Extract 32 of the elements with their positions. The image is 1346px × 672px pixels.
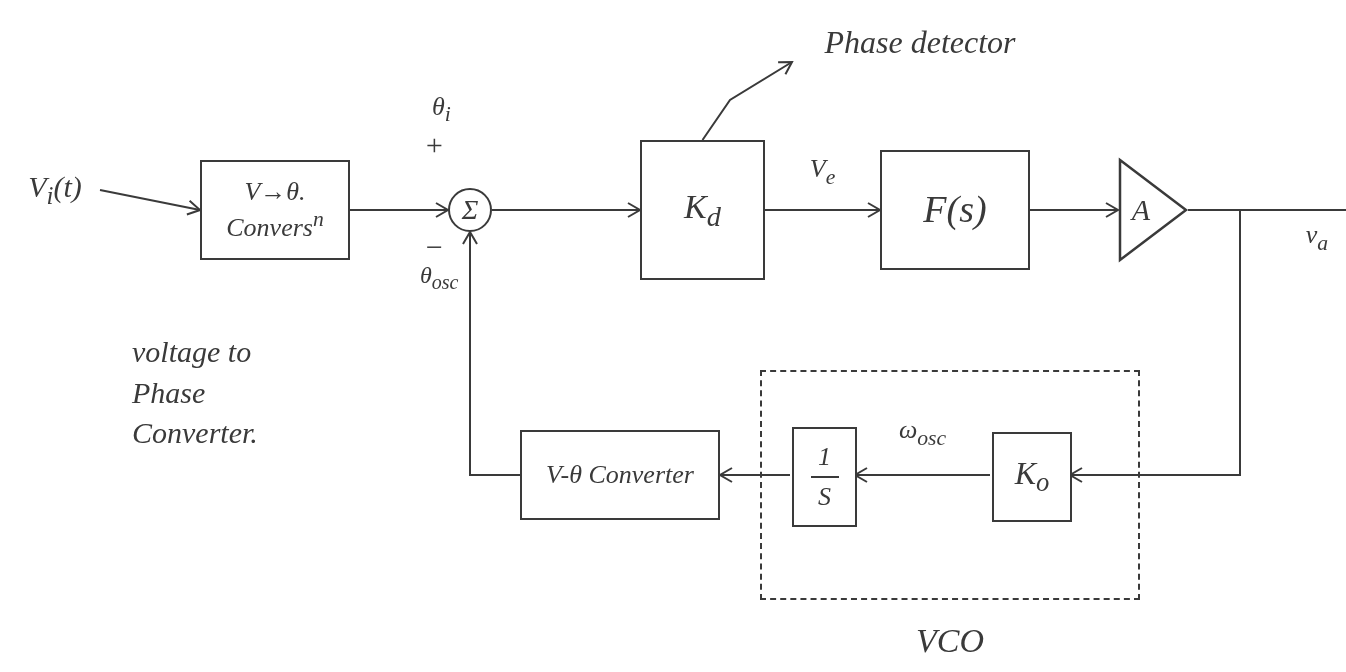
amplifier-triangle: [1118, 158, 1188, 262]
leader-line: [701, 61, 793, 141]
node-text: V$_{i}$(t): [28, 169, 82, 211]
signal-label: +: [424, 128, 445, 162]
process-box: [640, 140, 765, 280]
group-heading: VCO: [915, 620, 985, 660]
caption-text: voltage to Phase Converter.: [132, 334, 259, 451]
node-text: S: [818, 482, 831, 512]
node-text: 1: [818, 442, 831, 472]
arrow: [99, 189, 201, 216]
node-text: V→θ. Convers$^{n}$: [225, 177, 325, 243]
arrow: [1029, 202, 1119, 218]
process-box: [880, 150, 1030, 270]
node-text: F(s): [923, 188, 987, 232]
arrow: [719, 467, 791, 483]
signal-label: θ$_{i}$: [432, 92, 451, 128]
node-text: K$_{o}$: [1014, 455, 1050, 499]
node-text: Phase detector: [824, 23, 1016, 61]
node-text: V-θ Converter: [546, 460, 694, 490]
process-box: [992, 432, 1072, 522]
node-text: Σ: [461, 193, 479, 227]
signal-label: −: [424, 230, 445, 264]
node-text: K$_{d}$: [684, 186, 721, 234]
arrow: [491, 202, 641, 218]
process-box: [792, 427, 857, 527]
arrow: [764, 202, 881, 218]
node-text: A: [1131, 192, 1151, 226]
arrow: [349, 202, 449, 218]
arrow: [462, 231, 521, 476]
summing-junction: [448, 188, 492, 232]
signal-label: θ$_{osc}$: [420, 262, 459, 294]
process-box: [520, 430, 720, 520]
